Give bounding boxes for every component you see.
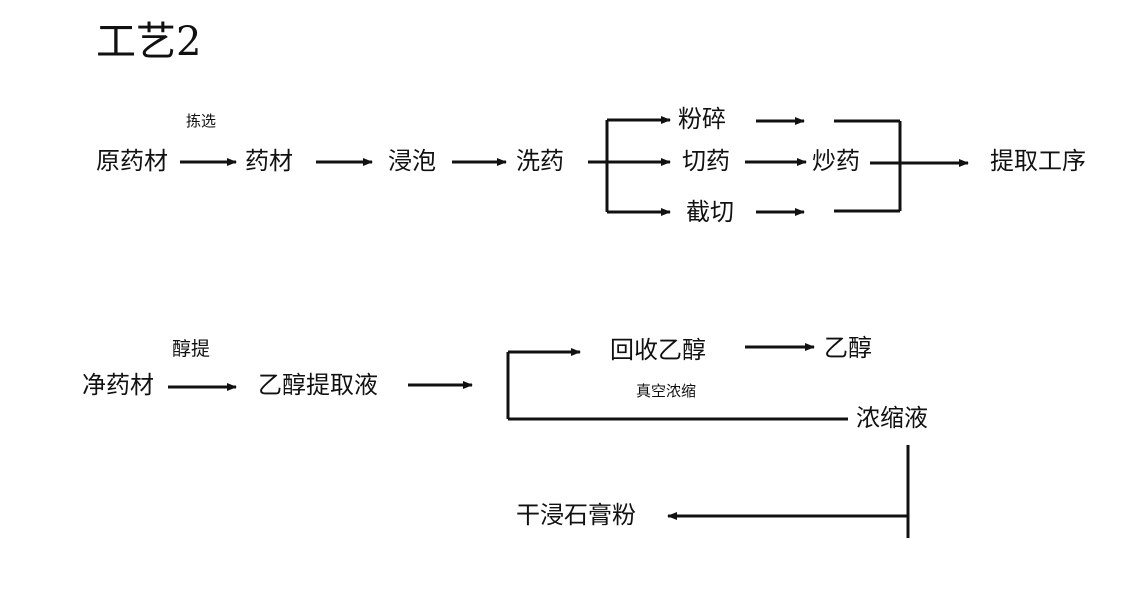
node-wash: 洗药 [516, 147, 564, 175]
label-vacuum-concentrate: 真空浓缩 [636, 382, 697, 400]
node-raw-material: 原药材 [96, 147, 168, 175]
node-clean-material: 净药材 [82, 371, 154, 399]
node-recover-ethanol: 回收乙醇 [610, 336, 706, 364]
page-title: 工艺2 [96, 19, 202, 65]
node-segment-cut: 截切 [686, 198, 734, 226]
node-ethanol-extract-liquid: 乙醇提取液 [258, 371, 378, 399]
node-concentrate: 浓缩液 [856, 404, 928, 432]
node-stir-fry: 炒药 [812, 147, 860, 175]
label-alcohol-extract: 醇提 [172, 338, 211, 360]
node-cut: 切药 [682, 147, 730, 175]
node-grind: 粉碎 [678, 105, 726, 133]
node-material: 药材 [245, 147, 293, 175]
node-extraction-process: 提取工序 [990, 147, 1086, 175]
label-pick: 拣选 [186, 112, 217, 130]
node-soak: 浸泡 [388, 147, 436, 175]
node-dry-gypsum-powder: 干浸石膏粉 [516, 501, 636, 529]
node-ethanol: 乙醇 [824, 334, 872, 362]
